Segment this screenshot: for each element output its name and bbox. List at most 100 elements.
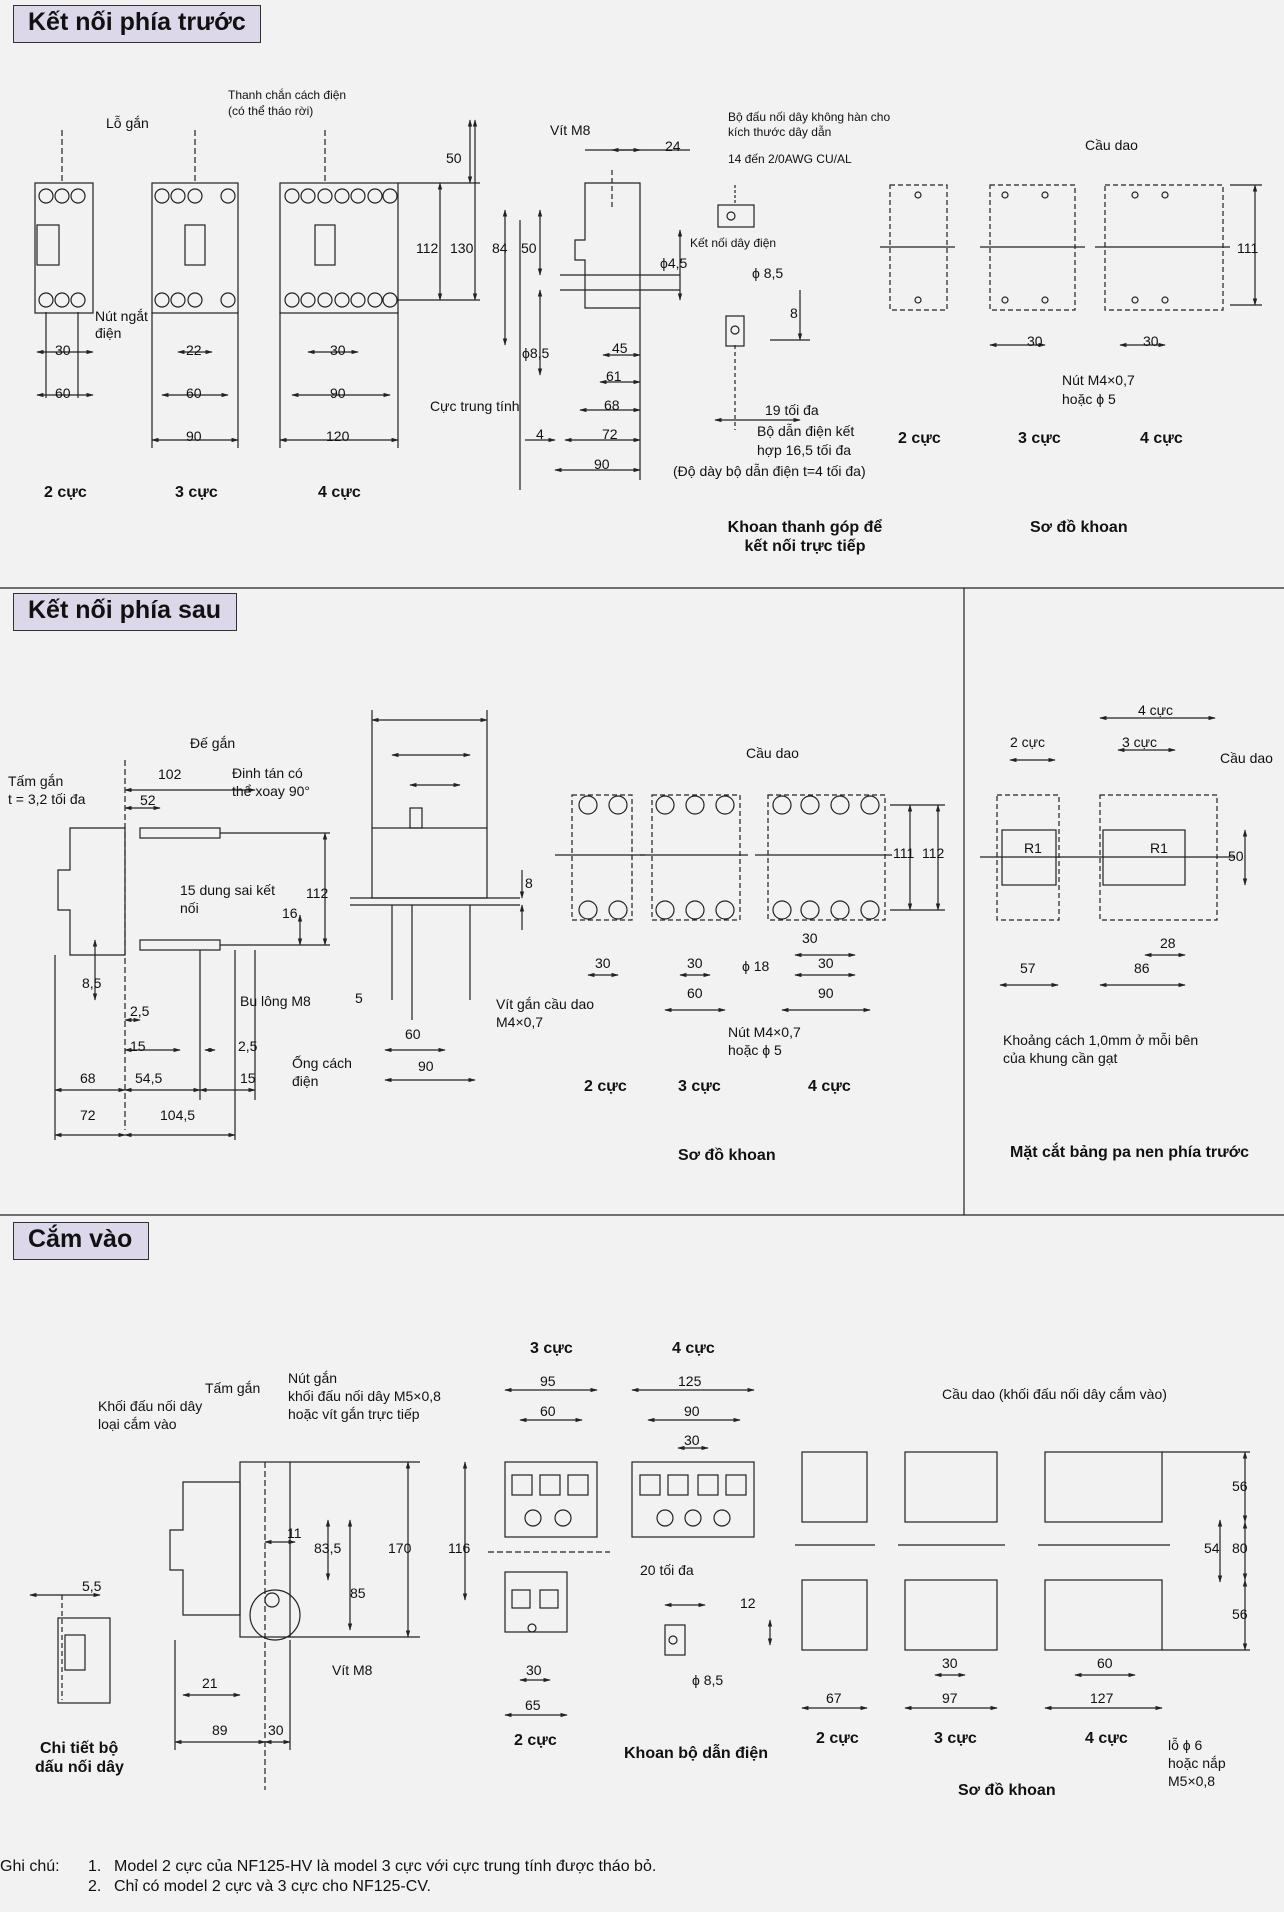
caption-busbar-2: kết nối trực tiếp [744,538,866,555]
caption-plugin-4pole: 4 cực [672,1340,715,1357]
caption-cutout: Mặt cắt bảng pa nen phía trước [1010,1144,1249,1161]
dim: 5 [355,990,363,1006]
dim: 56 [1232,1606,1248,1622]
label-cau-dao-front: Cầu dao [1085,137,1138,153]
dim: 127 [1090,1690,1114,1706]
label-cau-dao-plugin: Cầu dao (khối đấu nối dây cắm vào) [942,1386,1167,1402]
dim: 60 [687,985,703,1001]
dim: 90 [330,385,346,401]
dim: 2,5 [238,1038,258,1054]
label-dinh-tan: Đinh tán có [232,765,303,781]
label-busbar-3: (Độ dày bộ dẫn điện t=4 tối đa) [673,463,866,479]
caption-plugin-3pole: 3 cực [530,1340,573,1357]
label-khoi-dau: Khối đấu nối dây [98,1398,203,1414]
dim: 28 [1160,935,1176,951]
dim: 60 [186,385,202,401]
dim: 72 [602,426,618,442]
label-lo-phi6: lỗ ϕ 6 [1168,1737,1203,1753]
label-phi85-plugin: ϕ 8,5 [692,1672,724,1688]
caption-drill-plugin-3pole: 3 cực [934,1730,977,1747]
label-hoac-vit: hoặc vít gắn trực tiếp [288,1406,420,1422]
dim: 30 [1143,333,1159,349]
caption-rear-3pole: 3 cực [678,1078,721,1095]
dim: 30 [330,342,346,358]
dim: 90 [684,1403,700,1419]
dim: 60 [405,1026,421,1042]
front-side-view [502,147,690,490]
label-nut-m4-front: Nút M4×0,7 [1062,372,1135,388]
label-loai-cam: loại cắm vào [98,1416,177,1432]
label-cau-dao-rear: Cầu dao [746,745,799,761]
dim: 30 [942,1655,958,1671]
label-xoay: thể xoay 90° [232,783,310,799]
label-nut-ngat: Nút ngắt [95,308,148,324]
dim: 4 [536,426,544,442]
label-noi: nối [180,900,199,916]
dim: 54 [1204,1540,1220,1556]
label-busbar-1: Bộ dẫn điện kết [757,423,855,439]
plugin-side-view [169,1461,420,1790]
notes-label: Ghi chú: [0,1858,60,1875]
dim: 57 [1020,960,1036,976]
dim: 8,5 [82,975,102,991]
plugin-4pole-block [631,1387,773,1656]
dim: 68 [80,1070,96,1086]
front-drill-holes [880,184,1262,348]
caption-front-2pole: 2 cực [44,484,87,501]
dim: 102 [158,766,182,782]
label-vit-gan: Vít gắn cầu dao [496,996,595,1012]
note-1: Model 2 cực của NF125-HV là model 3 cực … [114,1858,657,1875]
label-phi85: ϕ 8,5 [752,265,784,281]
dim: 50 [521,240,537,256]
caption-drill-plugin-4pole: 4 cực [1085,1730,1128,1747]
dim: 16 [282,905,298,921]
dim: 65 [525,1697,541,1713]
caption-cut-3pole: 3 cực [1122,734,1158,750]
dim: 30 [526,1662,542,1678]
dim: 50 [1228,848,1244,864]
plugin-3pole-block [462,1387,610,1718]
dim: 125 [678,1373,702,1389]
dim: 24 [665,138,681,154]
dim: 22 [186,342,202,358]
dim: 112 [416,240,439,256]
dim: 116 [448,1540,471,1556]
dim: 61 [606,368,622,384]
dim: R1 [1024,840,1042,856]
dim: 112 [306,885,329,901]
panel-cutout [980,715,1248,988]
label-dung-sai: 15 dung sai kết [180,882,275,898]
caption-drill-4pole: 4 cực [1140,430,1183,447]
terminal-detail [29,1592,111,1704]
label-clearance-2: của khung cần gạt [1003,1050,1118,1066]
dim: 15 [130,1038,146,1054]
dim: 97 [942,1690,958,1706]
caption-terminal-2: dấu nối dây [35,1759,124,1776]
dim: 30 [687,955,703,971]
dim: 90 [186,428,202,444]
dim: 2,5 [130,1003,150,1019]
label-cau-dao-cut: Cầu dao [1220,750,1273,766]
dim: 30 [268,1722,284,1738]
note-2-number: 2. [88,1878,102,1895]
dim: ϕ4,5 [660,255,688,271]
dim: 56 [1232,1478,1248,1494]
label-vit-m8-plugin: Vít M8 [332,1662,373,1678]
plugin-drill [795,1451,1250,1711]
label-ong-dien: điện [292,1073,319,1089]
caption-cut-4pole: 4 cực [1138,702,1174,718]
dim: 52 [140,792,156,808]
dim: 54,5 [135,1070,163,1086]
label-dien: điện [95,325,122,341]
caption-conductor: Khoan bộ dẫn điện [624,1745,768,1762]
dim: 50 [446,150,462,166]
label-t32: t = 3,2 tối đa [8,791,86,807]
dim: 104,5 [160,1107,196,1123]
label-hoac-phi5-front: hoặc ϕ 5 [1062,391,1116,407]
dim: 111 [893,845,915,861]
dim: 30 [55,342,71,358]
dim: 89 [212,1722,228,1738]
caption-front-3pole: 3 cực [175,484,218,501]
label-tam-gan: Tấm gắn [8,773,64,789]
caption-drill-rear: Sơ đồ khoan [678,1147,776,1164]
